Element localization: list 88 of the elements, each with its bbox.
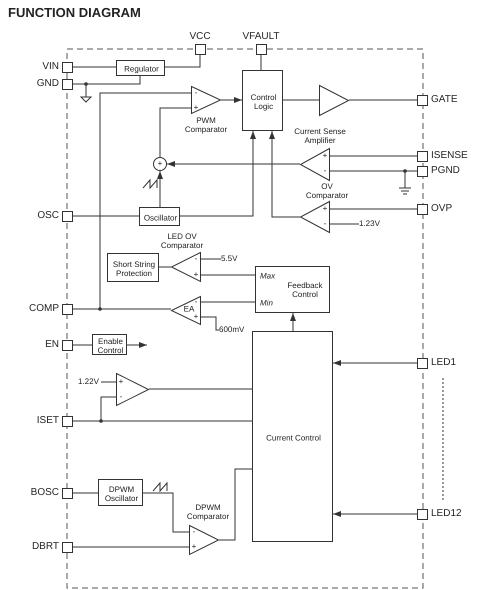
pin-label: BOSC	[30, 487, 59, 499]
block-box	[116, 60, 165, 76]
connector	[332, 360, 418, 366]
block-label: EA	[184, 304, 194, 314]
pin-label: ISET	[36, 415, 59, 427]
pin-label: DBRT	[32, 541, 59, 553]
connector	[72, 308, 172, 310]
connector	[72, 492, 98, 494]
block-label: Feedback Control	[286, 280, 324, 300]
pin-label: GND	[36, 78, 59, 90]
connector	[330, 170, 418, 172]
pin-label: OSC	[37, 210, 59, 222]
voltage-label: 1.22V	[78, 377, 101, 387]
block-label: DPWM Oscillator	[104, 484, 140, 503]
pin-label: GATE	[431, 94, 458, 106]
input-label: Min	[260, 298, 273, 308]
diagram-title: FUNCTION DIAGRAM	[8, 5, 141, 20]
input-sign: -	[324, 220, 326, 228]
input-sign: -	[324, 167, 326, 175]
connector	[260, 54, 262, 70]
pin-label: OVP	[431, 203, 452, 215]
connector	[164, 54, 200, 68]
pin-label: VIN	[42, 61, 59, 73]
block-label: Regulator	[123, 64, 160, 74]
connector	[332, 511, 418, 517]
connector	[157, 170, 163, 208]
connector	[148, 388, 252, 390]
voltage-label: 1.23V	[359, 219, 385, 229]
connector	[72, 546, 190, 548]
block-box	[107, 253, 159, 282]
block-label: Current Control	[265, 432, 322, 442]
input-sign: -	[120, 393, 122, 401]
connector	[330, 208, 418, 210]
connector	[126, 342, 148, 348]
input-sign: -	[192, 528, 196, 536]
connector	[72, 420, 252, 422]
connector	[158, 266, 172, 268]
block-box	[255, 266, 330, 313]
input-sign: +	[194, 104, 198, 112]
pin-label: VCC	[188, 31, 212, 43]
pin-label: ISENSE	[431, 150, 468, 162]
input-sign: +	[118, 378, 124, 386]
block-label: Oscillator	[142, 212, 178, 222]
block-label: Short String Protection	[112, 259, 156, 278]
voltage-label: 5.5V	[221, 254, 241, 264]
block-box	[242, 70, 283, 131]
block-box	[92, 334, 127, 355]
input-sign: +	[322, 152, 328, 160]
block-caption: DPWM Comparator	[186, 503, 230, 522]
block-caption: OV Comparator	[304, 182, 350, 200]
connector	[160, 108, 192, 158]
connector	[72, 344, 92, 346]
pin-label: VFAULT	[241, 31, 281, 43]
connector	[180, 130, 256, 216]
input-sign: +	[194, 313, 198, 321]
pin-label: PGND	[431, 165, 460, 177]
input-sign: -	[194, 255, 198, 263]
connector	[166, 161, 300, 167]
block-label: Enable Control	[96, 336, 124, 355]
connector	[142, 492, 190, 532]
connector	[200, 316, 220, 330]
pin-label: COMP	[29, 303, 59, 315]
voltage-label: 600mV	[219, 325, 249, 335]
pin-label: LED12	[431, 508, 462, 520]
block-caption: PWM Comparator	[184, 116, 228, 134]
connector	[72, 76, 140, 84]
input-label: Max	[260, 271, 276, 281]
input-sign: +	[158, 160, 162, 168]
block-label: Control Logic	[250, 92, 278, 111]
connector	[200, 274, 256, 276]
block-box	[252, 331, 333, 542]
block-caption: Current Sense Amplifier	[293, 127, 347, 146]
block-box	[139, 207, 180, 226]
connector	[72, 66, 116, 68]
connector	[218, 468, 252, 540]
connector	[200, 258, 222, 260]
block-caption: LED OV Comparator	[160, 232, 204, 250]
input-sign: +	[322, 205, 328, 213]
input-sign: +	[192, 543, 196, 551]
input-sign: -	[194, 89, 198, 97]
pin-label: LED1	[431, 357, 456, 369]
block-box	[98, 479, 143, 506]
pin-label: EN	[45, 339, 59, 351]
connector	[269, 130, 300, 218]
input-sign: -	[194, 298, 198, 306]
connector	[220, 97, 242, 103]
input-sign: +	[194, 271, 198, 279]
connector	[290, 312, 296, 332]
